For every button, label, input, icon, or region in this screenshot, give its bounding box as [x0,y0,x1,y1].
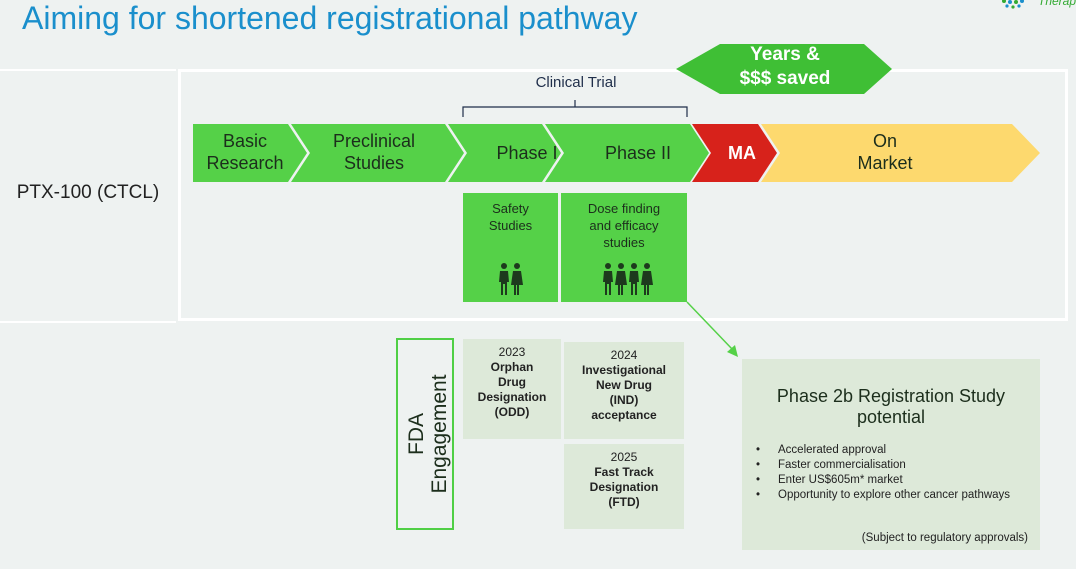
stage-basic-research [193,124,307,182]
ind-line3: (IND) [609,393,639,407]
benefit-item: Opportunity to explore other cancer path… [756,488,1026,502]
safety-studies-label: Safety Studies [463,200,558,234]
product-panel [0,69,176,323]
fda-engagement-box [396,338,454,530]
connector-arrow [686,301,734,351]
stage-ma [692,124,777,182]
safety-studies-box [463,193,558,302]
years-saved-label: Years & $$$ saved [690,43,880,91]
benefit-item: Faster commercialisation [756,458,1026,472]
stage-market-line2: Market [857,153,913,173]
ind-year: 2024 [610,348,638,362]
stage-phase1 [448,124,561,182]
benefit-item: Accelerated approval [756,443,1026,457]
registration-title-line2: potential [856,407,926,427]
stage-phase1-label: Phase I [496,143,558,163]
registration-title-line1: Phase 2b Registration Study [776,386,1006,406]
odd-line1: Orphan [490,360,534,374]
odd-line3: Designation [477,390,547,404]
regulatory-note: (Subject to regulatory approvals) [861,532,1028,544]
years-saved-line2: $$$ saved [739,68,831,89]
dose-line3: studies [603,235,645,250]
dose-finding-label: Dose finding and efficacy studies [561,200,687,251]
ftd-line3: (FTD) [608,495,640,509]
years-saved-arrow [676,44,892,94]
stage-basic-label: Basic Research [195,130,295,174]
odd-year: 2023 [498,345,526,359]
registration-study-title: Phase 2b Registration Study potential [752,386,1030,428]
clinical-trial-bracket [462,100,688,117]
clinical-trial-label: Clinical Trial [535,74,617,91]
fda-card-odd: 2023 Orphan Drug Designation (ODD) [463,339,561,439]
page-title: Aiming for shortened registrational path… [22,0,638,36]
pathway-panel [178,69,1068,321]
ftd-year: 2025 [610,450,638,464]
stage-market-label: On Market [780,130,990,174]
four-people-icon [603,263,653,295]
dose-line2: and efficacy [589,218,659,233]
stage-phase2-label: Phase II [604,143,672,163]
safety-line1: Safety [492,201,529,216]
ftd-line1: Fast Track [594,465,654,479]
years-saved-line1: Years & [750,44,820,65]
fda-label-line1: FDA [405,413,428,455]
product-label: PTX-100 (CTCL) [16,182,160,203]
stage-preclinical-line1: Preclinical [332,131,416,151]
odd-line2: Drug [498,375,526,389]
safety-line2: Studies [488,218,533,233]
logo-text: Therap [1038,0,1076,8]
stage-preclinical-line2: Studies [343,153,405,173]
ftd-line2: Designation [589,480,659,494]
stage-basic-line1: Basic [222,131,267,151]
ind-line1: Investigational [581,363,667,377]
stage-basic-line2: Research [206,153,284,173]
stage-market [761,124,1040,182]
stage-market-line1: On [872,131,897,151]
stage-ma-label: MA [728,143,756,163]
stage-preclinical [291,124,464,182]
two-people-icon [499,263,523,295]
stage-preclinical-label: Preclinical Studies [300,130,448,174]
fda-card-ftd: 2025 Fast Track Designation (FTD) [564,444,684,529]
fda-engagement-label: FDA Engagement [405,339,451,529]
registration-benefits-list: Accelerated approval Faster commercialis… [756,443,1026,503]
fda-card-ind: 2024 Investigational New Drug (IND) acce… [564,342,684,439]
dose-line1: Dose finding [587,201,661,216]
stage-phase2 [545,124,709,182]
ind-line2: New Drug [595,378,652,392]
company-logo: Therap [990,0,1076,14]
benefit-item: Enter US$605m* market [756,473,1026,487]
odd-line4: (ODD) [494,405,530,419]
ind-line4: acceptance [591,408,657,422]
logo-dots-icon [1002,0,1024,9]
fda-label-line2: Engagement [428,374,451,494]
